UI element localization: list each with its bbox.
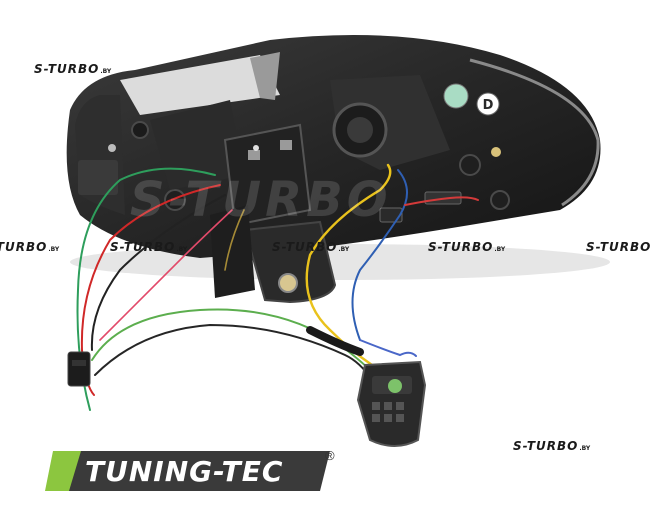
bulb-base <box>278 273 298 293</box>
black-wire <box>90 194 226 351</box>
badge-letter: D <box>483 98 494 113</box>
rib <box>150 100 245 190</box>
screw-boss <box>164 189 186 211</box>
watermark-large: S-TURBO <box>130 172 392 228</box>
screw <box>253 145 259 151</box>
mount-plate <box>78 160 118 195</box>
bracket-side <box>210 205 255 298</box>
watermark-row: S-TURBO <box>586 240 652 254</box>
lens-strip <box>120 55 280 115</box>
plug-pins <box>372 402 404 422</box>
black-wire-2 <box>94 323 373 381</box>
tuning-tec-logo: TUNING-TEC <box>45 451 330 491</box>
wire-sleeve <box>306 326 364 356</box>
registered-mark: ® <box>325 448 335 463</box>
inline-connector <box>67 351 91 387</box>
watermark-bottom-right: S-TURBO.BY <box>513 439 591 453</box>
watermark-top-left: S-TURBO.BY <box>34 62 112 76</box>
bulb-socket-center <box>347 117 373 143</box>
red-wire-2 <box>404 196 479 206</box>
screw-boss <box>459 154 481 176</box>
letter-badge <box>476 92 500 116</box>
plug-lock <box>388 379 402 393</box>
terminal <box>280 140 292 150</box>
lower-bracket <box>243 220 337 304</box>
watermark-row: S-TURBO.BY <box>0 240 60 254</box>
watermark-row: S-TURBO.BY <box>272 240 350 254</box>
logo-bar <box>69 451 330 491</box>
connector-latch <box>72 360 86 366</box>
terminal <box>248 150 260 160</box>
screw <box>108 144 116 152</box>
blue-wire-2 <box>359 339 417 357</box>
watermark-row: S-TURBO.BY <box>110 240 188 254</box>
screw-boss <box>490 190 510 210</box>
watermark-row: S-TURBO.BY <box>428 240 506 254</box>
lens-rim <box>469 58 600 207</box>
pink-wire <box>99 209 233 341</box>
certification-badge <box>443 83 469 109</box>
logo-text: TUNING-TEC <box>85 455 283 488</box>
screw <box>491 147 501 157</box>
brown-wire <box>224 209 245 271</box>
blue-wire <box>351 169 408 341</box>
green-wire-2 <box>91 308 373 373</box>
lens-edge <box>250 52 280 100</box>
screw-boss <box>131 121 149 139</box>
yellow-wire <box>305 163 392 367</box>
